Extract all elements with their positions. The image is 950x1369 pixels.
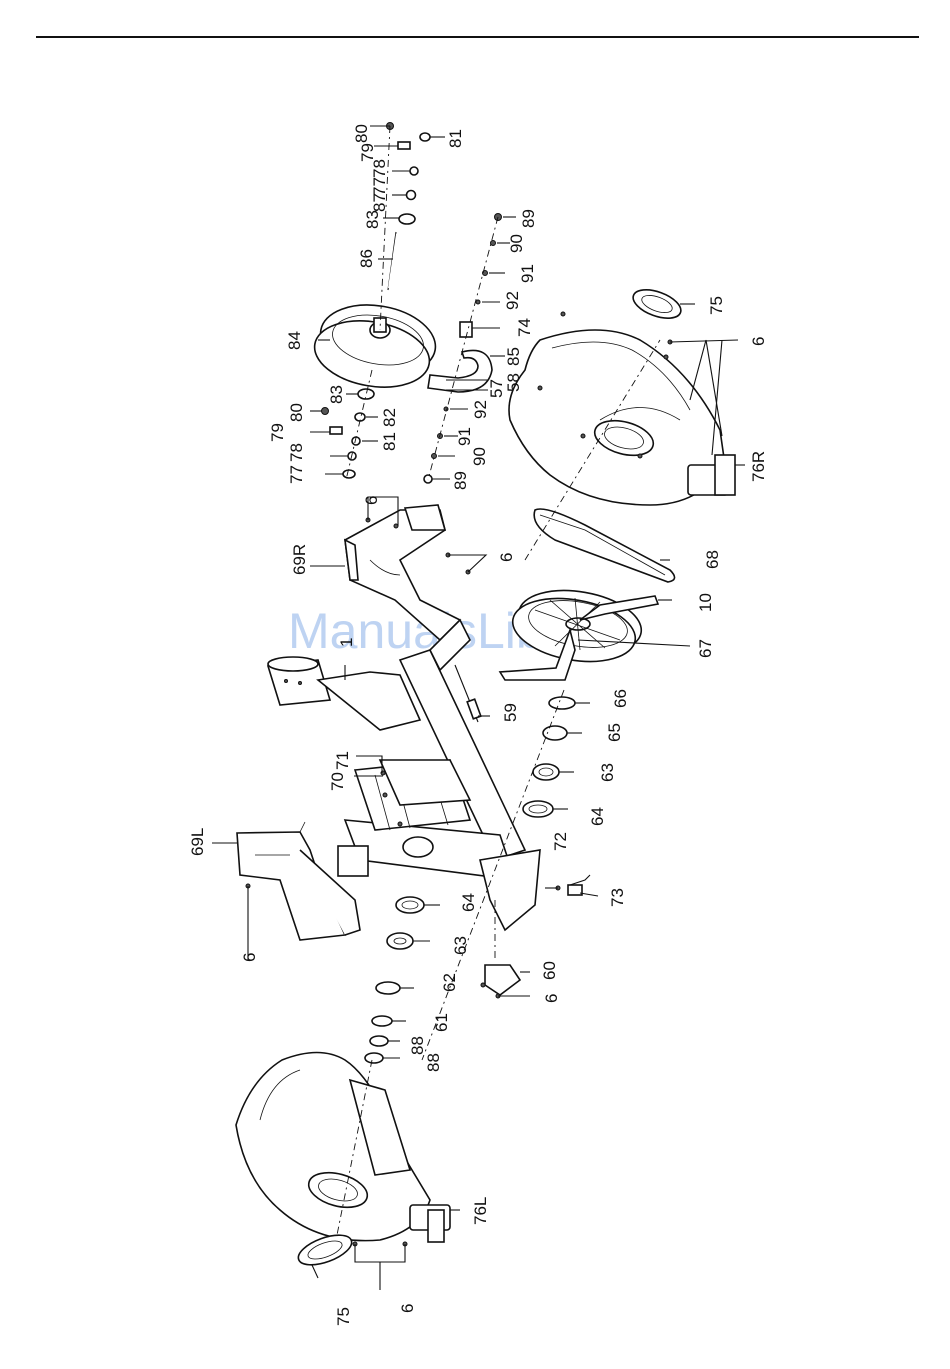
label-82: 82 [380, 408, 399, 427]
flywheel-84 [309, 296, 441, 395]
label-6d: 6 [240, 953, 259, 962]
label-60: 60 [540, 961, 559, 980]
right-end-cap-75 [629, 284, 684, 324]
label-6b: 6 [362, 496, 381, 505]
label-61: 61 [432, 1013, 451, 1032]
label-91a: 91 [518, 264, 537, 283]
left-cover [236, 1053, 450, 1246]
label-65: 65 [605, 723, 624, 742]
label-80b: 80 [287, 403, 306, 422]
label-6c: 6 [497, 553, 516, 562]
label-64b: 64 [459, 893, 478, 912]
label-78a: 78 [370, 159, 389, 178]
label-83a: 83 [363, 210, 382, 229]
label-89b: 89 [451, 471, 470, 490]
label-85: 85 [504, 347, 523, 366]
label-91b: 91 [455, 427, 474, 446]
label-63a: 63 [598, 763, 617, 782]
label-75b: 75 [334, 1307, 353, 1326]
label-69L: 69L [188, 828, 207, 856]
label-81a: 81 [446, 129, 465, 148]
label-66: 66 [611, 689, 630, 708]
label-79b: 79 [268, 423, 287, 442]
label-90a: 90 [507, 234, 526, 253]
label-81b: 81 [380, 432, 399, 451]
flywheel-axle-86 [388, 232, 397, 290]
label-90b: 90 [470, 447, 489, 466]
label-77b: 77 [287, 465, 306, 484]
label-6e: 6 [542, 994, 561, 1003]
label-70: 70 [328, 772, 347, 791]
label-87: 87 [370, 193, 389, 212]
label-80a: 80 [352, 124, 371, 143]
label-69R: 69R [290, 544, 309, 575]
label-1: 1 [337, 638, 356, 647]
label-57: 57 [487, 379, 506, 398]
left-post-69L [237, 822, 360, 940]
label-71: 71 [333, 751, 352, 770]
label-62: 62 [440, 973, 459, 992]
label-6f: 6 [398, 1304, 417, 1313]
label-58: 58 [504, 373, 523, 392]
label-78b: 78 [287, 443, 306, 462]
drive-belt-68 [534, 509, 674, 582]
label-83b: 83 [327, 385, 346, 404]
label-76R: 76R [749, 451, 768, 482]
sensor-73 [556, 875, 590, 895]
label-68: 68 [703, 550, 722, 569]
label-64a: 64 [588, 807, 607, 826]
label-89a: 89 [519, 209, 538, 228]
label-67: 67 [696, 639, 715, 658]
label-88b: 88 [424, 1053, 443, 1072]
label-92b: 92 [471, 400, 490, 419]
label-76L: 76L [471, 1197, 490, 1225]
label-6a: 6 [749, 337, 768, 346]
label-74: 74 [515, 318, 534, 337]
label-10: 10 [696, 593, 715, 612]
label-92a: 92 [503, 291, 522, 310]
label-72: 72 [551, 832, 570, 851]
label-73: 73 [608, 888, 627, 907]
label-84: 84 [285, 331, 304, 350]
label-63b: 63 [451, 936, 470, 955]
axle-hardware-top [380, 123, 430, 331]
label-59: 59 [501, 703, 520, 722]
label-88a: 88 [408, 1036, 427, 1055]
label-86: 86 [357, 249, 376, 268]
label-75a: 75 [707, 296, 726, 315]
